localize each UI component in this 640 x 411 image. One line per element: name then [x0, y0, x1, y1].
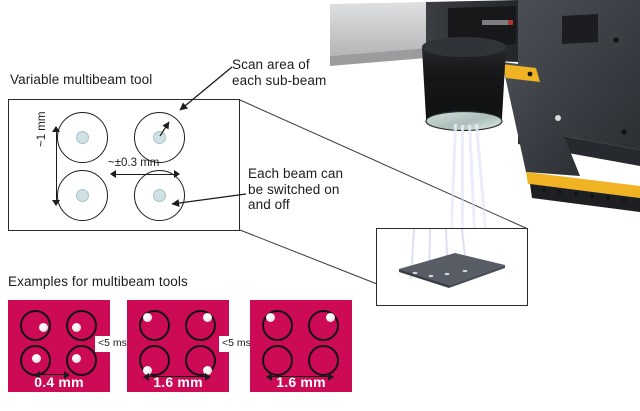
examples-title: Examples for multibeam tools [8, 274, 188, 289]
scan-circle-bottom-left [57, 170, 108, 221]
panel1-circle-bottom-right [185, 345, 216, 376]
sub-beam-spot-top-right [153, 131, 166, 144]
panel2-caption: 1.6 mm [276, 374, 326, 390]
example-panel-1-6mm-all-on: 1.6 mm [127, 300, 229, 392]
panel1-caption: 1.6 mm [153, 374, 203, 390]
sub-beam-spot-bottom-right [153, 189, 166, 202]
panel0-beam-bottom-right [72, 354, 81, 363]
dim-arrow-down-icon [52, 200, 60, 206]
panel1-circle-top-left [139, 310, 170, 341]
transition-arrow-1-label: <5 ms [98, 337, 127, 349]
scan-radius-arrow-icon [159, 121, 170, 137]
dimension-label-vertical: ~1 mm [36, 111, 48, 147]
panel2-dimension-line [266, 373, 334, 381]
panel0-circle-top-right [66, 310, 97, 341]
panel0-beam-top-right [72, 323, 81, 332]
machine-brand-logo [482, 20, 508, 25]
panel1-circle-top-right [185, 310, 216, 341]
workpiece-detail-box [376, 228, 528, 306]
panel2-circle-bottom-left [262, 345, 293, 376]
transition-arrow-2-label: <5 ms [222, 337, 251, 349]
dimension-line-horizontal [113, 174, 176, 175]
annotation-beam-switch: Each beam can be switched on and off [248, 166, 344, 212]
dim-arrow-left-icon [110, 170, 116, 178]
panel2-circle-top-left [262, 310, 293, 341]
panel1-beam-top-left [143, 313, 152, 322]
laser-machine-illustration [330, 0, 640, 230]
panel0-circle-bottom-right [66, 345, 97, 376]
variable-multibeam-tool-box [8, 99, 240, 231]
panel1-circle-bottom-left [139, 345, 170, 376]
sub-beam-spot-bottom-left [76, 189, 89, 202]
machine-gantry [330, 2, 426, 66]
workpiece-detail-illustration [399, 229, 505, 288]
example-panel-0-4mm: 0.4 mm [8, 300, 110, 392]
panel2-circle-top-right [308, 310, 339, 341]
machine-laser-beams [450, 124, 487, 230]
scan-circle-bottom-right [134, 170, 185, 221]
panel0-beam-bottom-left [32, 354, 41, 363]
left-diagram-title: Variable multibeam tool [10, 72, 153, 87]
sub-beam-spot-top-left [76, 131, 89, 144]
annotation-scan-area-arrow-icon [179, 66, 233, 111]
scan-circle-top-right [134, 112, 185, 163]
panel2-beam-top-left [266, 313, 275, 322]
panel0-dimension-line [34, 371, 70, 379]
panel0-circle-top-left [20, 310, 51, 341]
panel0-caption: 0.4 mm [34, 374, 84, 390]
dimension-label-horizontal: ~±0.3 mm [108, 157, 160, 169]
dim-arrow-up-icon [52, 126, 60, 132]
scan-circle-top-left [57, 112, 108, 163]
panel2-beam-top-right [326, 313, 335, 322]
machine-lens-barrel [422, 37, 506, 132]
machine-angled-arm [502, 62, 640, 212]
panel1-beam-bottom-right [203, 366, 212, 375]
panel1-dimension-line [143, 373, 211, 381]
annotation-scan-area: Scan area of each sub-beam [232, 57, 327, 88]
panel2-circle-bottom-right [308, 345, 339, 376]
annotation-beam-switch-arrow-icon [171, 193, 247, 207]
panel1-beam-bottom-left [143, 366, 152, 375]
dimension-line-vertical [56, 128, 57, 204]
machine-lens-glass [426, 111, 502, 131]
panel0-beam-top-left [39, 323, 48, 332]
dim-arrow-right-icon [174, 170, 180, 178]
example-panel-1-6mm-two-off: 1.6 mm [250, 300, 352, 392]
panel1-beam-top-right [203, 313, 212, 322]
